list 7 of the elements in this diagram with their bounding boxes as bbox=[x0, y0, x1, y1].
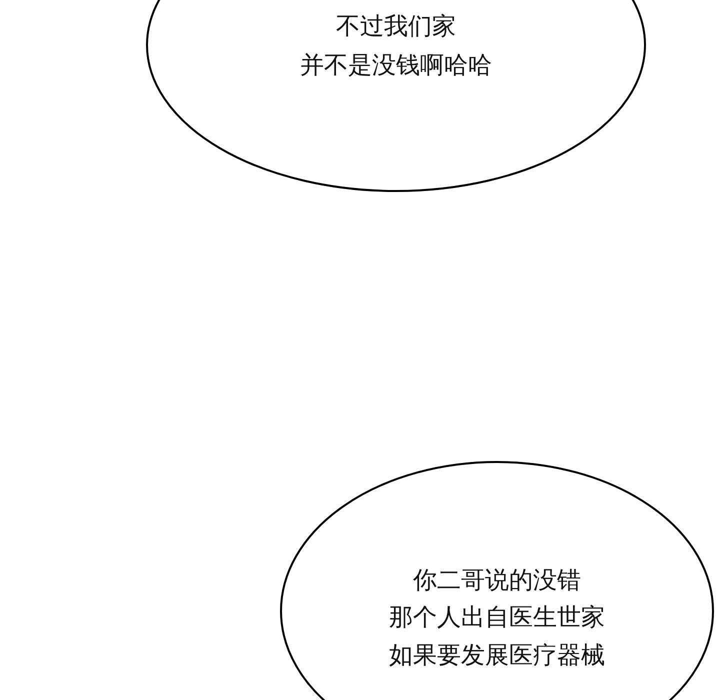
dialogue-text: 那个人出自医生世家 bbox=[388, 602, 606, 632]
dialogue-text: 不过我们家 bbox=[335, 11, 457, 41]
dialogue-text: 并不是没钱啊哈哈 bbox=[299, 50, 493, 80]
speech-bubble bbox=[279, 461, 715, 700]
dialogue-text: 如果要发展医疗器械 bbox=[388, 640, 606, 670]
dialogue-text: 你二哥说的没错 bbox=[412, 565, 582, 595]
speech-bubble bbox=[145, 0, 647, 193]
